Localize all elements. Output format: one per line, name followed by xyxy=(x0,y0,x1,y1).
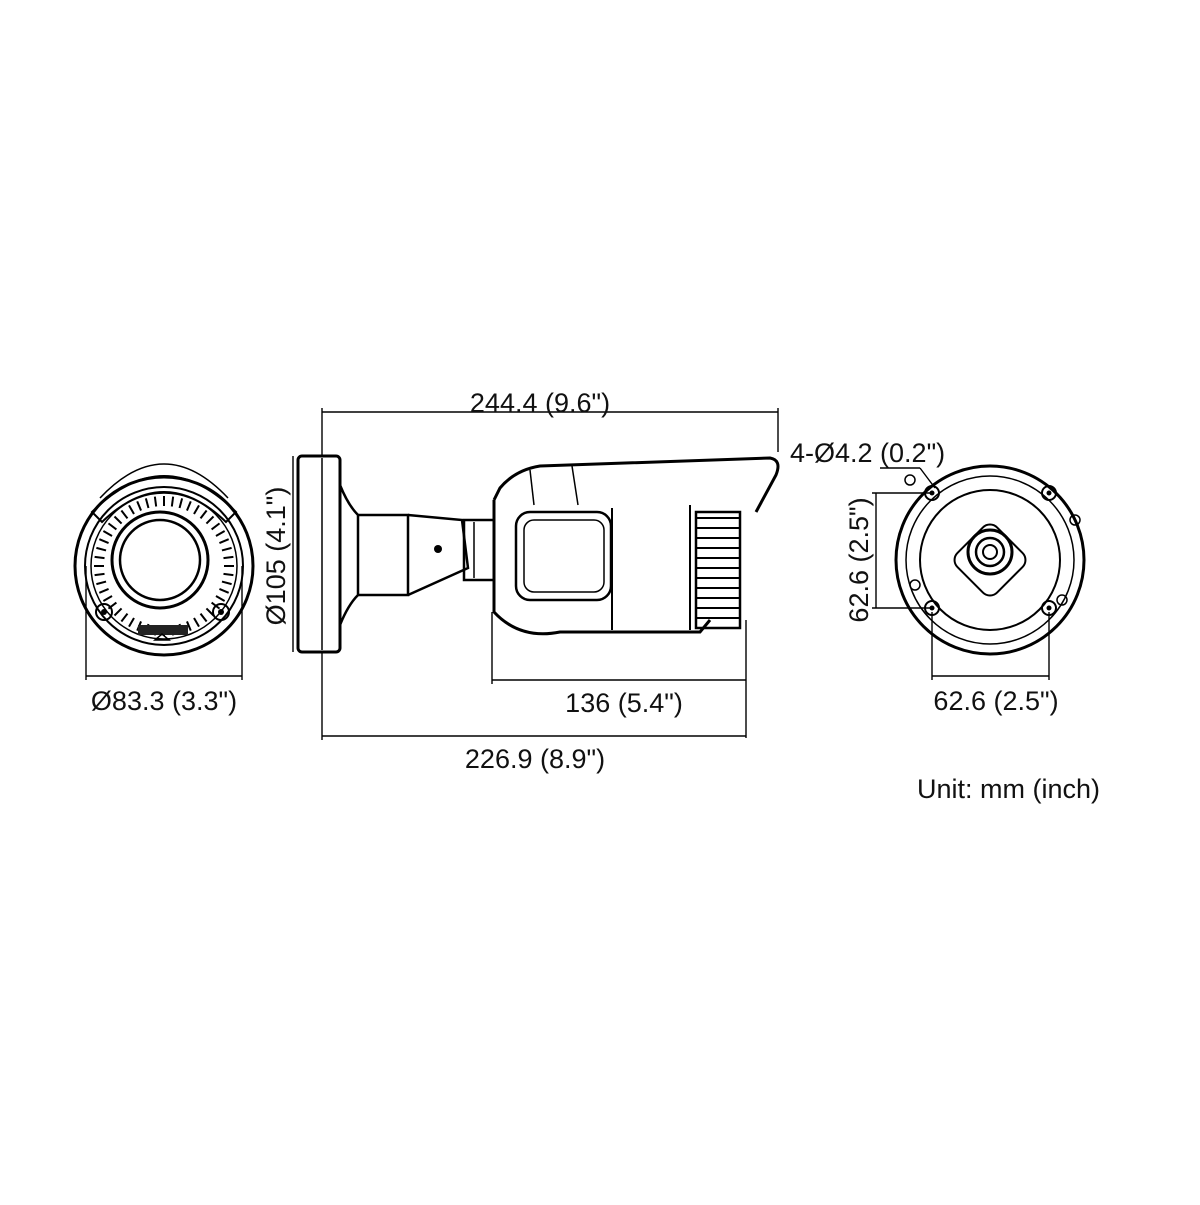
ir-led-tick xyxy=(107,522,118,531)
base-cable-port xyxy=(966,528,1014,576)
front-diameter-label: Ø83.3 (3.3") xyxy=(91,686,237,716)
ir-led-tick xyxy=(120,509,129,520)
ir-led-tick xyxy=(221,546,232,552)
ir-led-tick xyxy=(128,617,135,628)
front-logo-plate xyxy=(138,625,188,635)
base-inner-ring xyxy=(919,489,1061,631)
ir-led-tick xyxy=(223,555,234,560)
ir-led-tick xyxy=(178,498,184,509)
ir-led-tick xyxy=(94,572,105,577)
side-camera-body xyxy=(492,500,712,636)
side-arm xyxy=(358,513,410,597)
base-mounting-hole-center xyxy=(1046,490,1052,496)
ir-led-tick xyxy=(94,555,105,560)
ir-led-tick xyxy=(170,496,175,507)
side-base-length-label: 226.9 (8.9") xyxy=(465,744,605,774)
unit-label: Unit: mm (inch) xyxy=(917,774,1100,804)
side-mount-cone xyxy=(338,484,360,626)
ir-led-tick xyxy=(186,500,192,511)
base-notch xyxy=(904,474,916,486)
ir-led-tick xyxy=(98,538,109,544)
base-notch xyxy=(1069,514,1081,526)
side-arm-bolt xyxy=(434,545,442,553)
base-notch xyxy=(1056,594,1068,606)
ir-led-tick xyxy=(221,580,232,586)
base-view: 4-Ø4.2 (0.2") 62.6 (2.5") 62.6 (2.5") xyxy=(790,438,1086,716)
base-outer-ring xyxy=(894,464,1086,656)
ir-led-tick xyxy=(219,588,230,594)
side-sunshield xyxy=(492,456,780,513)
front-lens xyxy=(118,518,202,602)
ir-led-tick xyxy=(223,572,234,577)
base-hole-label: 4-Ø4.2 (0.2") xyxy=(790,438,945,468)
side-view: 244.4 (9.6") Ø105 (4.1") 136 (5.4") 226.… xyxy=(261,388,780,774)
ir-led-tick xyxy=(153,496,158,507)
ir-led-tick xyxy=(98,588,109,594)
ir-led-tick xyxy=(120,612,129,623)
base-hole-leader xyxy=(919,467,936,489)
front-ir-ring xyxy=(94,496,234,636)
ir-led-tick xyxy=(136,500,142,511)
ir-led-tick xyxy=(193,617,200,628)
side-mount-diameter-label: Ø105 (4.1") xyxy=(261,487,291,626)
ir-led-tick xyxy=(102,530,113,537)
base-vertical-spacing-label: 62.6 (2.5") xyxy=(844,497,874,622)
ir-led-tick xyxy=(113,515,123,525)
ir-led-tick xyxy=(193,504,200,515)
base-mounting-hole xyxy=(1041,485,1057,501)
ir-led-tick xyxy=(199,612,208,623)
side-body-length-label: 136 (5.4") xyxy=(565,688,683,718)
side-wall-plate xyxy=(296,454,342,654)
ir-led-tick xyxy=(219,538,230,544)
ir-led-tick xyxy=(205,515,215,525)
ir-led-tick xyxy=(128,504,135,515)
front-sunshield xyxy=(90,475,238,524)
ir-led-tick xyxy=(113,607,123,617)
side-overall-length-label: 244.4 (9.6") xyxy=(470,388,610,418)
base-horizontal-spacing-label: 62.6 (2.5") xyxy=(933,686,1058,716)
front-screw-right xyxy=(212,603,230,621)
base-mounting-hole-center xyxy=(929,490,935,496)
side-joint xyxy=(462,518,496,582)
ir-led-tick xyxy=(102,595,113,602)
ir-led-tick xyxy=(199,509,208,520)
front-screw-left xyxy=(95,603,113,621)
ir-led-tick xyxy=(186,621,192,632)
front-view: Ø83.3 (3.3") xyxy=(73,463,255,716)
front-lens-outer xyxy=(110,510,210,610)
ir-led-tick xyxy=(210,522,221,531)
base-mounting-hole-center xyxy=(1046,605,1052,611)
ir-led-tick xyxy=(215,530,226,537)
base-notch xyxy=(909,579,921,591)
ir-led-tick xyxy=(96,546,107,552)
ir-led-tick xyxy=(96,580,107,586)
ir-led-tick xyxy=(144,498,150,509)
ir-led-tick xyxy=(215,595,226,602)
side-lens-ribs xyxy=(696,517,740,619)
base-mounting-hole-center xyxy=(929,605,935,611)
